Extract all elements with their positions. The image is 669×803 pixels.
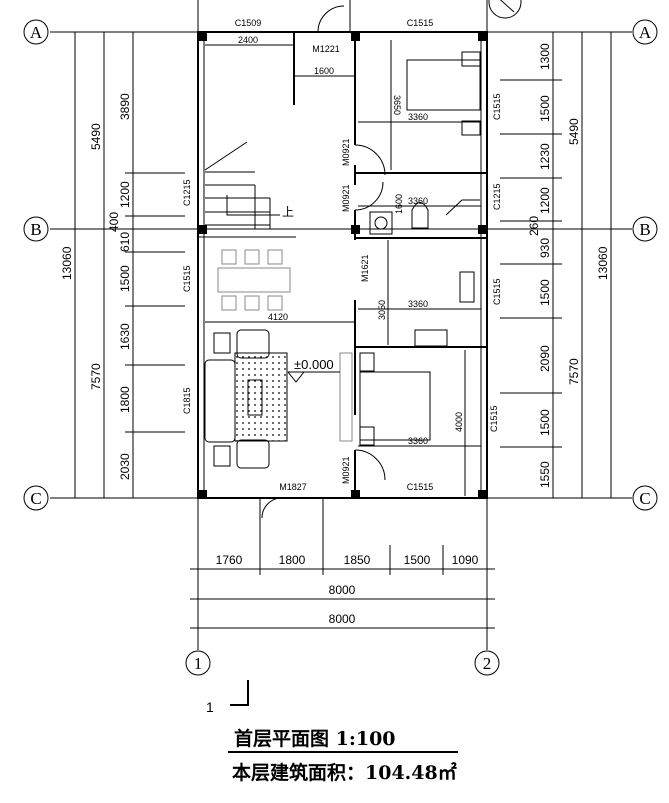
dim-text: 8000 (329, 583, 356, 597)
window-label: C1515 (407, 482, 434, 492)
dim-text: 400 (107, 212, 121, 232)
window-label: C1515 (492, 278, 502, 305)
dim-text: 3360 (408, 196, 428, 206)
dim-text: 3050 (377, 300, 387, 320)
dim-text: 3360 (408, 112, 428, 122)
interior-dimensions: 2400 1600 3360 3650 3360 1600 3360 3050 … (205, 35, 481, 496)
axis-2: 2 (483, 654, 492, 673)
window-label: C1515 (492, 93, 502, 120)
dim-text: 7570 (89, 363, 103, 390)
axis-a-left: A (30, 23, 43, 42)
axis-1: 1 (194, 654, 203, 673)
stair-up-label: 上 (282, 205, 294, 219)
window-label: C1515 (182, 265, 192, 292)
door-label: M1827 (279, 482, 307, 492)
bottom-dimension-text: 1760 1800 1850 1500 1090 8000 8000 (216, 553, 479, 626)
dim-text: 5490 (89, 123, 103, 150)
dim-text: 3650 (392, 95, 402, 115)
walls (197, 0, 488, 550)
dim-text: 3890 (118, 93, 132, 120)
bottom-dimensions (190, 545, 495, 629)
dim-text: 7570 (567, 358, 581, 385)
door-label: M0921 (341, 184, 351, 212)
dim-text: 1630 (118, 323, 132, 350)
dim-text: 1600 (314, 66, 334, 76)
window-label: C1215 (492, 183, 502, 210)
dim-text: 1600 (394, 194, 404, 214)
dim-text: 4000 (454, 412, 464, 432)
axis-c-right: C (639, 489, 650, 508)
window-label: C1509 (235, 18, 262, 28)
axis-b-left: B (30, 220, 41, 239)
staircase: 上 (204, 141, 294, 229)
right-dimension-text: 13060 5490 7570 1300 1500 1230 1200 260 … (527, 43, 610, 488)
dim-text: 1500 (538, 95, 552, 122)
dim-text: 2030 (118, 453, 132, 480)
north-arrow-icon (488, 0, 522, 19)
section-mark-icon (230, 680, 249, 706)
window-label: C1515 (489, 405, 499, 432)
axis-b-right: B (639, 220, 650, 239)
axis-a-right: A (639, 23, 652, 42)
dining-table (217, 249, 291, 311)
window-label: C1515 (407, 18, 434, 28)
dim-text: 930 (538, 238, 552, 258)
dim-text: 1760 (216, 553, 243, 567)
dim-text: 1500 (118, 265, 132, 292)
dim-text: 1500 (538, 409, 552, 436)
door-label: M1221 (312, 44, 340, 54)
dim-text: 1800 (279, 553, 306, 567)
living-sofa-set (204, 329, 353, 469)
door-label: M0921 (341, 138, 351, 166)
dim-text: 1500 (538, 279, 552, 306)
left-dimension-text: 13060 5490 7570 3890 1200 400 610 1500 1… (60, 93, 132, 480)
dim-text: 610 (118, 232, 132, 252)
window-label: C1215 (182, 179, 192, 206)
dim-text: 1500 (404, 553, 431, 567)
dim-text: 1200 (118, 181, 132, 208)
door-label: M0921 (341, 456, 351, 484)
right-dimensions (500, 32, 612, 498)
bedroom-1-bed (406, 51, 481, 136)
door-swings (261, 5, 386, 519)
left-dimensions (74, 32, 185, 498)
dim-text: 1230 (538, 143, 552, 170)
dim-text: 5490 (567, 118, 581, 145)
dim-text: 2090 (538, 345, 552, 372)
dim-text: 3360 (408, 299, 428, 309)
dim-text: 1550 (538, 461, 552, 488)
dim-text: 1850 (344, 553, 371, 567)
bedroom-2-bed (359, 352, 431, 446)
door-label: M1621 (360, 254, 370, 282)
dim-text: 2400 (238, 35, 258, 45)
dim-text: 3360 (408, 436, 428, 446)
dim-text: 1200 (538, 187, 552, 214)
kitchen-fixtures (414, 271, 475, 347)
dim-text: 4120 (268, 312, 288, 322)
axis-c-left: C (30, 489, 41, 508)
floor-area: 本层建筑面积：104.48㎡ (232, 761, 457, 784)
dim-text: 13060 (596, 246, 610, 280)
dim-text: 1300 (538, 43, 552, 70)
dim-text: 1800 (118, 386, 132, 413)
section-mark-label: 1 (206, 699, 214, 715)
dim-text: 13060 (60, 246, 74, 280)
dim-text: 8000 (329, 612, 356, 626)
dim-text: 260 (527, 216, 541, 236)
dim-text: 1090 (452, 553, 479, 567)
opening-labels: C1509 C1515 M1221 C1215 C1515 C1815 C151… (182, 18, 502, 492)
drawing-title: 首层平面图 1:100 (234, 727, 396, 750)
window-label: C1815 (182, 387, 192, 414)
elevation-mark: ±0.000 (294, 357, 334, 372)
axis-labels: A A B B C C 1 2 (23, 19, 658, 676)
